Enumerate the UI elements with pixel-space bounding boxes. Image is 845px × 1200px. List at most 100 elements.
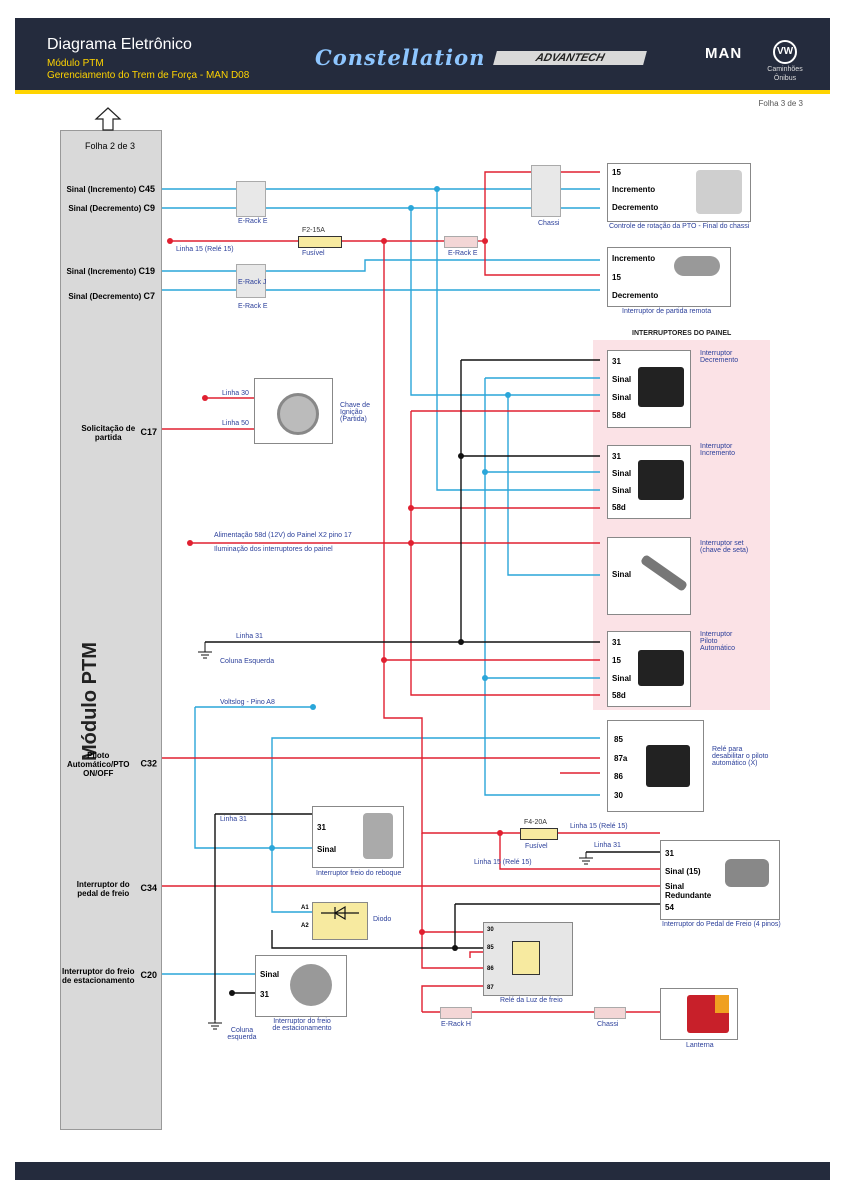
fuse-f4-rating: F4-20A [524, 819, 547, 826]
estac-pin-sinal: Sinal [260, 970, 280, 979]
erack-e-label-1: E-Rack E [238, 218, 268, 225]
chassi-label-2: Chassi [597, 1021, 619, 1028]
brake-pedal-switch-icon [725, 859, 769, 887]
remote-switch-photo [674, 256, 720, 276]
pin-label: Interruptor do freio de estacionamento [62, 967, 135, 985]
fuse-f4-label: Fusível [525, 843, 548, 850]
pedal-pin-31: 31 [665, 849, 674, 858]
diode-symbol-icon [321, 905, 359, 921]
pto-pin-decremento: Decremento [612, 203, 659, 212]
relay-cruise-label: Relé para desabilitar o piloto automátic… [712, 746, 769, 767]
luz-pin-85: 85 [487, 945, 494, 951]
pin-c19: Sinal (Incremento) C19 [45, 266, 155, 276]
set-pin-sinal: Sinal [612, 570, 632, 579]
tail-lamp-amber-segment [715, 995, 729, 1013]
estac-pin-31: 31 [260, 990, 269, 999]
pin-code: C9 [143, 203, 155, 213]
brake-light-relay-coil-icon [512, 941, 540, 975]
page-number: Folha 3 de 3 [758, 99, 803, 108]
remote-pin-15: 15 [612, 273, 621, 282]
pto-control-label: Controle de rotação da PTO - Final do ch… [609, 223, 750, 230]
pin-code: C32 [140, 758, 157, 769]
brake-light-relay-box: 30 85 86 87 [483, 922, 573, 996]
pin-c7: Sinal (Decremento) C7 [45, 291, 155, 301]
relay-pin-30: 30 [614, 791, 623, 800]
turn-signal-stalk-icon [639, 553, 689, 593]
voltslog-label: Voltslog - Pino A8 [220, 699, 275, 706]
pin-c32: Piloto Automático/PTO ON/OFF C32 [45, 751, 157, 778]
piloto-pin-58d: 58d [612, 691, 626, 700]
trailer-brake-lever-icon [363, 813, 393, 859]
diode-box: A1 A2 [301, 902, 368, 940]
pin-c17: Solicitação de partida C17 [45, 424, 157, 442]
alimentacao-label: Alimentação 58d (12V) do Painel X2 pino … [214, 532, 352, 539]
pin-code: C34 [140, 883, 157, 894]
linha15-label-3: Linha 15 (Relé 15) [474, 859, 532, 866]
dec-pin-31: 31 [612, 357, 621, 366]
relay-cruise-box: 85 87a 86 30 [607, 720, 704, 812]
cruise-switch-icon [638, 650, 684, 686]
inc-pin-sinal-1: Sinal [612, 469, 632, 478]
decrement-switch-icon [638, 367, 684, 407]
linha30-label: Linha 30 [222, 390, 249, 397]
panel-switches-title: INTERRUPTORES DO PAINEL [632, 330, 732, 337]
increment-switch-icon [638, 460, 684, 500]
switch-decrement-box: 31 Sinal Sinal 58d [607, 350, 691, 428]
header-bar: Diagrama Eletrônico Módulo PTM Gerenciam… [15, 18, 830, 94]
linha31-label-1: Linha 31 [236, 633, 263, 640]
pedal-pin-54: 54 [665, 903, 674, 912]
chassi-label-1: Chassi [538, 220, 560, 227]
pin-code: C7 [143, 291, 155, 301]
relay-icon [646, 745, 690, 787]
linha31-label-3: Linha 31 [594, 842, 621, 849]
pin-label: Sinal (Incremento) [66, 267, 137, 276]
diagram-title: Diagrama Eletrônico [47, 36, 192, 53]
linha31-label-2: Linha 31 [220, 816, 247, 823]
diode-pin-a2: A2 [301, 923, 309, 929]
pto-pin-15: 15 [612, 168, 621, 177]
pin-label: Sinal (Decremento) [68, 292, 142, 301]
luz-pin-86: 86 [487, 966, 494, 972]
pedal-pin-sinal15: Sinal (15) [665, 867, 701, 876]
diagram-subtitle-module: Módulo PTM [47, 58, 104, 69]
parking-brake-switch-box: Sinal 31 [255, 955, 347, 1017]
brand-constellation-logo: Constellation [315, 45, 486, 70]
dec-pin-sinal-1: Sinal [612, 375, 632, 384]
switch-cruise-label: Interruptor Piloto Automático [700, 631, 736, 652]
parking-brake-knob-icon [290, 964, 332, 1006]
pin-c45: Sinal (Incremento) C45 [45, 184, 155, 194]
relay-pin-87a: 87a [614, 754, 628, 763]
switch-set-box: Sinal [607, 537, 691, 615]
tail-lamp-label: Lanterna [686, 1042, 714, 1049]
dec-pin-58d: 58d [612, 411, 626, 420]
linha50-label: Linha 50 [222, 420, 249, 427]
switch-set-label: Interruptor set (chave de seta) [700, 540, 749, 554]
previous-sheet-link[interactable]: Folha 2 de 3 [85, 141, 136, 151]
pin-code: C20 [140, 970, 157, 981]
remote-start-box: Incremento 15 Decremento [607, 247, 731, 307]
fuse-f2-label: Fusível [302, 250, 325, 257]
arrow-up-icon[interactable] [94, 106, 122, 132]
remote-pin-decremento: Decremento [612, 291, 659, 300]
vw-logo: VW [773, 40, 797, 64]
piloto-pin-31: 31 [612, 638, 621, 647]
man-logo: MAN [705, 45, 743, 62]
chassi-connector-bottom [594, 1007, 626, 1019]
inc-pin-58d: 58d [612, 503, 626, 512]
luz-pin-87: 87 [487, 985, 494, 991]
iluminacao-label: Iluminação dos interruptores do painel [214, 546, 333, 553]
switch-cruise-box: 31 15 Sinal 58d [607, 631, 691, 707]
erack-e-connector-red [444, 236, 478, 248]
remote-pin-incremento: Incremento [612, 254, 656, 263]
erack-h-label: E-Rack H [441, 1021, 471, 1028]
chassi-connector-top [531, 165, 561, 217]
ptm-module-label: Módulo PTM [79, 642, 101, 761]
switch-increment-label: Interruptor Incremento [700, 443, 736, 457]
pin-label: Piloto Automático/PTO ON/OFF [66, 751, 130, 778]
ignition-label: Chave de Ignição (Partida) [340, 402, 370, 423]
pto-pin-incremento: Incremento [612, 185, 656, 194]
reboque-pin-31: 31 [317, 823, 326, 832]
fuse-f2 [298, 236, 342, 248]
remote-start-label: Interruptor de partida remota [622, 308, 712, 315]
erack-j-label: E-Rack J [238, 279, 267, 286]
